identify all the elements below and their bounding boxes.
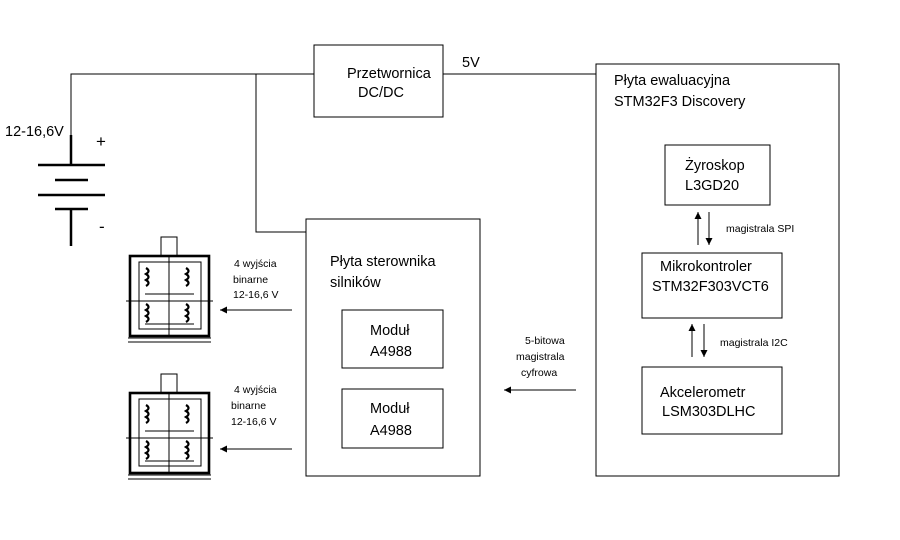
supply-to-driver-wire <box>255 74 306 233</box>
supply-voltage-label: 12-16,6V <box>5 124 64 140</box>
motor1-output-line2: binarne <box>233 274 268 286</box>
module2-label-line1: Moduł <box>370 401 410 417</box>
motor1-output-line1: 4 wyjścia <box>234 258 277 270</box>
output-voltage-label: 5V <box>462 55 480 71</box>
plus-sign: + <box>96 132 106 151</box>
motor2-output-line3: 12-16,6 V <box>231 416 277 428</box>
gyroscope-block: Żyroskop L3GD20 <box>664 144 771 206</box>
motor1-output-line3: 12-16,6 V <box>233 289 279 301</box>
accelerometer-block: Akcelerometr LSM303DLHC <box>641 366 783 435</box>
battery-to-converter-wire <box>70 73 314 165</box>
driver-board-label-line1: Płyta sterownika <box>330 254 437 270</box>
battery-symbol <box>38 135 105 246</box>
module2-label-line2: A4988 <box>370 423 412 439</box>
converter-label-line1: Przetwornica <box>347 66 432 82</box>
spi-bus-label: magistrala SPI <box>726 223 794 235</box>
a4988-module-2: Moduł A4988 <box>341 388 444 449</box>
gyroscope-label-line1: Żyroskop <box>685 156 745 174</box>
gyroscope-label-line2: L3GD20 <box>685 178 739 194</box>
digital-bus-label-line3: cyfrowa <box>521 367 557 379</box>
digital-bus-label-line1: 5-bitowa <box>525 335 565 347</box>
minus-sign: - <box>99 217 105 236</box>
microcontroller-label-line2: STM32F303VCT6 <box>652 279 769 295</box>
eval-board-block: Płyta ewaluacyjna STM32F3 Discovery Żyro… <box>595 63 840 477</box>
stepper-motor-2 <box>126 373 213 480</box>
a4988-module-1: Moduł A4988 <box>341 309 444 369</box>
i2c-bus-label: magistrala I2C <box>720 337 788 349</box>
eval-board-label-line2: STM32F3 Discovery <box>614 94 746 110</box>
module1-label-line1: Moduł <box>370 323 410 339</box>
microcontroller-block: Mikrokontroler STM32F303VCT6 <box>641 252 783 319</box>
motor2-output-line1: 4 wyjścia <box>234 384 277 396</box>
module1-label-line2: A4988 <box>370 344 412 360</box>
power-wiring <box>70 73 596 233</box>
converter-label-line2: DC/DC <box>358 85 404 101</box>
motor2-output-line2: binarne <box>231 400 266 412</box>
dcdc-converter-block: Przetwornica DC/DC <box>313 44 444 118</box>
driver-board-label-line2: silników <box>330 275 381 291</box>
driver-board-block: Płyta sterownika silników Moduł A4988 Mo… <box>305 218 481 477</box>
eval-board-label-line1: Płyta ewaluacyjna <box>614 73 731 89</box>
accelerometer-label-line1: Akcelerometr <box>660 385 746 401</box>
stepper-motor-1 <box>126 236 213 343</box>
microcontroller-label-line1: Mikrokontroler <box>660 259 752 275</box>
accelerometer-label-line2: LSM303DLHC <box>662 404 756 420</box>
digital-bus-label-line2: magistrala <box>516 351 565 363</box>
